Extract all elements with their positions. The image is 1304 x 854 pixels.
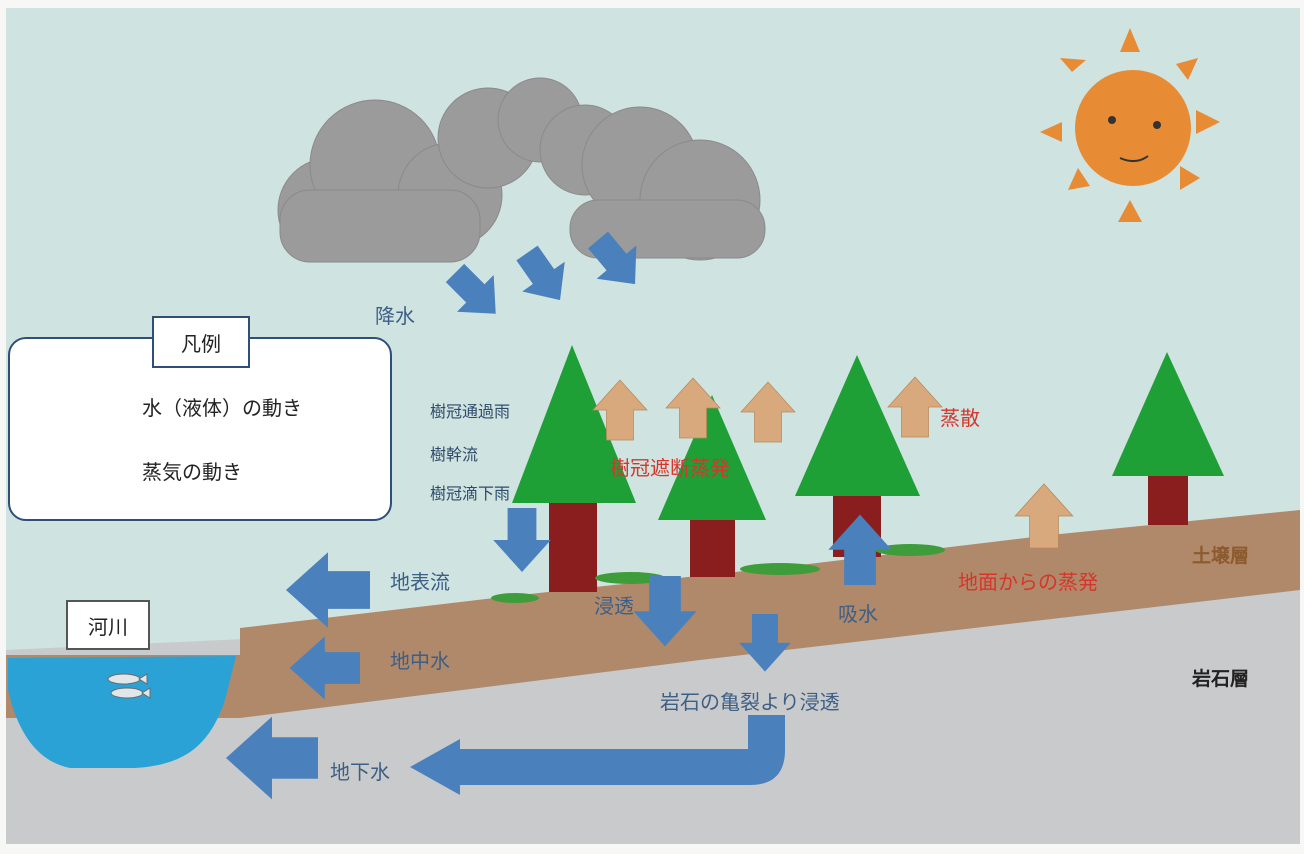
river-label: 河川 <box>66 600 150 650</box>
rock-crack-flow-arrow <box>410 715 785 795</box>
rock-layer-label: 岩石層 <box>1192 668 1250 690</box>
stemflow-label: 樹幹流 <box>430 445 479 464</box>
cloud-icon <box>277 77 766 263</box>
canopy-interception-label: 樹冠遮断蒸発 <box>610 456 730 480</box>
absorption-label: 吸水 <box>838 602 878 626</box>
ground-evaporation-label: 地面からの蒸発 <box>958 570 1098 594</box>
tree-4 <box>1112 352 1224 525</box>
river <box>8 656 236 768</box>
legend-title: 凡例 <box>152 316 250 368</box>
surface-flow-label: 地表流 <box>390 570 450 594</box>
infiltration-label: 浸透 <box>594 594 634 618</box>
sun-icon <box>1040 28 1220 222</box>
legend-water-label: 水（液体）の動き <box>142 396 302 420</box>
legend-vapor-label: 蒸気の動き <box>142 460 242 484</box>
tree-1 <box>512 345 636 592</box>
shrubs <box>491 544 945 603</box>
rock-crack-infiltration-label: 岩石の亀裂より浸透 <box>660 690 840 714</box>
soil-layer-label: 土壌層 <box>1192 545 1250 567</box>
precipitation-label: 降水 <box>375 304 415 328</box>
soil-water-label: 地中水 <box>390 649 450 673</box>
groundwater-label: 地下水 <box>330 760 390 784</box>
fish-icon <box>107 673 151 699</box>
tree-2 <box>658 395 766 577</box>
transpiration-label: 蒸散 <box>940 406 980 430</box>
canopy-drip-label: 樹冠滴下雨 <box>430 484 511 503</box>
throughfall-label: 樹冠通過雨 <box>430 402 511 421</box>
